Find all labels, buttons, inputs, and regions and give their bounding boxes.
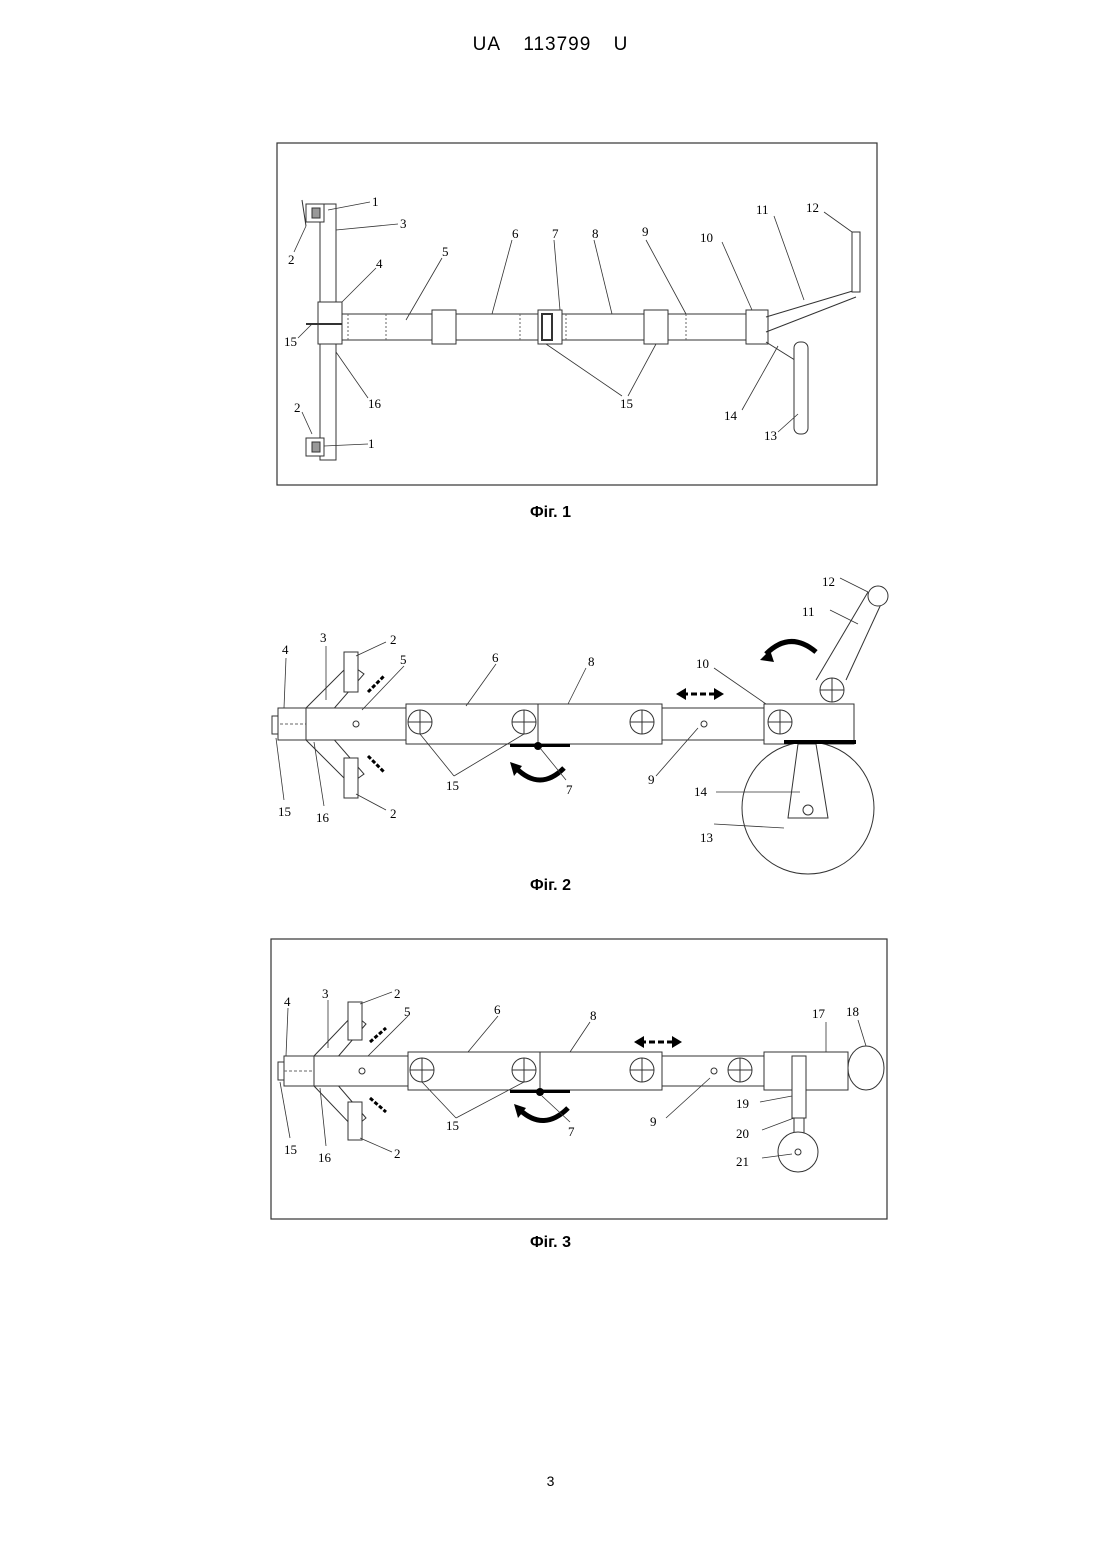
- fig1-label: 15: [620, 396, 633, 411]
- fig3-label: 9: [650, 1114, 657, 1129]
- fig1-label: 2: [288, 252, 295, 267]
- fig1-label: 14: [724, 408, 738, 423]
- fig2-label: 7: [566, 782, 573, 797]
- fig3-label: 15: [284, 1142, 297, 1157]
- fig3-label: 5: [404, 1004, 411, 1019]
- fig2-label: 2: [390, 806, 397, 821]
- fig1-label: 8: [592, 226, 599, 241]
- fig3-label: 17: [812, 1006, 826, 1021]
- figure-1-caption: Фіг. 1: [0, 504, 1101, 522]
- fig3-label: 8: [590, 1008, 597, 1023]
- fig1-label: 1: [368, 436, 375, 451]
- fig1-label: 16: [368, 396, 382, 411]
- header-country: UA: [473, 34, 501, 55]
- fig2-label: 14: [694, 784, 708, 799]
- fig3-label: 21: [736, 1154, 749, 1169]
- fig3-label: 4: [284, 994, 291, 1009]
- fig3-label: 20: [736, 1126, 749, 1141]
- fig3-label: 7: [568, 1124, 575, 1139]
- fig1-label: 11: [756, 202, 769, 217]
- fig2-label: 10: [696, 656, 709, 671]
- fig1-label: 1: [372, 194, 379, 209]
- fig2-label: 15: [446, 778, 459, 793]
- fig1-label: 9: [642, 224, 649, 239]
- header-number: 113799: [523, 34, 591, 55]
- fig1-label: 10: [700, 230, 713, 245]
- fig3-label: 6: [494, 1002, 501, 1017]
- fig3-label: 3: [322, 986, 329, 1001]
- page-number: 3: [0, 1473, 1101, 1489]
- fig1-label: 12: [806, 200, 819, 215]
- fig1-label: 7: [552, 226, 559, 241]
- fig3-label: 18: [846, 1004, 859, 1019]
- patent-header: UA 113799 U: [0, 34, 1101, 56]
- fig1-label: 13: [764, 428, 777, 443]
- fig1-label: 15: [284, 334, 297, 349]
- fig3-label: 2: [394, 986, 401, 1001]
- fig2-label: 12: [822, 574, 835, 589]
- fig1-label: 5: [442, 244, 449, 259]
- fig3-label: 15: [446, 1118, 459, 1133]
- fig2-label: 8: [588, 654, 595, 669]
- fig2-label: 15: [278, 804, 291, 819]
- fig3-label: 2: [394, 1146, 401, 1161]
- fig2-label: 9: [648, 772, 655, 787]
- fig1-label: 6: [512, 226, 519, 241]
- fig1-label: 3: [400, 216, 407, 231]
- fig2-label: 13: [700, 830, 713, 845]
- fig2-label: 2: [390, 632, 397, 647]
- fig2-label: 5: [400, 652, 407, 667]
- fig2-label: 3: [320, 630, 327, 645]
- figure-3-caption: Фіг. 3: [0, 1234, 1101, 1252]
- fig2-label: 16: [316, 810, 330, 825]
- figure-3-drawing: 4 3 2 5 6 8 17 18 15 16 2 15 7 9 19 20 2…: [270, 938, 888, 1220]
- fig3-label: 19: [736, 1096, 749, 1111]
- figure-2-caption: Фіг. 2: [0, 877, 1101, 895]
- fig1-label: 4: [376, 256, 383, 271]
- fig2-label: 4: [282, 642, 289, 657]
- fig2-label: 11: [802, 604, 815, 619]
- figure-1-drawing: 1 3 2 4 5 6 7 8 9 10 11 12 15 16 15 14 1…: [276, 142, 878, 486]
- figure-2-drawing: 4 3 2 5 6 8 10 12 11 15 16 2 15 7 9 14 1…: [270, 570, 900, 880]
- fig3-label: 16: [318, 1150, 332, 1165]
- header-kind: U: [614, 34, 629, 55]
- fig1-label: 2: [294, 400, 301, 415]
- fig2-label: 6: [492, 650, 499, 665]
